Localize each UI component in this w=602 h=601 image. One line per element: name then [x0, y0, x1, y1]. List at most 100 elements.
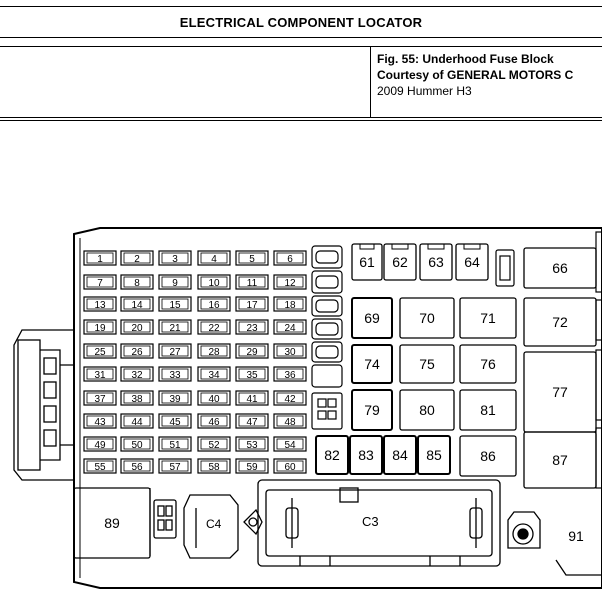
fuse-label: 40 [208, 394, 220, 405]
document-title: ELECTRICAL COMPONENT LOCATOR [179, 15, 423, 30]
relay-label: 82 [324, 447, 340, 463]
fuse-label: 51 [169, 440, 181, 451]
fuse-label: 50 [131, 440, 143, 451]
fuse-label: 13 [94, 300, 106, 311]
fuse-label: 41 [246, 394, 258, 405]
relay-86: 86 [459, 435, 517, 477]
relay-label: 79 [364, 402, 380, 418]
relay-label: 77 [552, 384, 568, 400]
relay-label: 81 [480, 402, 496, 418]
fuse-9: 9 [158, 274, 192, 290]
fuse-label: 53 [246, 440, 258, 451]
fuse-label: 42 [284, 394, 296, 405]
fuse-16: 16 [197, 296, 231, 312]
fuse-42: 42 [273, 390, 307, 406]
fuse-3: 3 [158, 250, 192, 266]
fuse-1: 1 [83, 250, 117, 266]
relay-label: 69 [364, 310, 380, 326]
fuse-label: 6 [287, 254, 293, 265]
fuse-19: 19 [83, 319, 117, 335]
relay-label: 89 [104, 515, 120, 531]
fuse-29: 29 [235, 343, 269, 359]
relay-84: 84 [383, 435, 417, 475]
relay-label: 64 [464, 254, 480, 270]
power-stud [507, 511, 602, 576]
fuse-50: 50 [120, 436, 154, 452]
relay-87: 87 [523, 431, 597, 489]
relay-label: 86 [480, 448, 496, 464]
relay-69: 69 [351, 297, 393, 339]
fuse-label: 4 [211, 254, 217, 265]
fuse-label: 37 [94, 394, 106, 405]
fuse-label: 58 [208, 462, 220, 473]
fuse-label: 38 [131, 394, 143, 405]
fuse-label: 18 [284, 300, 296, 311]
fuse-label: 31 [94, 370, 106, 381]
relay-75: 75 [399, 344, 455, 384]
fuse-24: 24 [273, 319, 307, 335]
fuse-label: 52 [208, 440, 220, 451]
fuse-label: 14 [131, 300, 143, 311]
figure-title: Fig. 55: Underhood Fuse Block [377, 52, 554, 66]
fuse-label: 11 [247, 278, 258, 289]
vehicle-model: 2009 Hummer H3 [377, 84, 472, 98]
fuse-holder-65 [495, 249, 515, 287]
fuse-15: 15 [158, 296, 192, 312]
relay-label: 61 [359, 254, 375, 270]
relay-62: 62 [383, 243, 417, 281]
relay-label: 70 [419, 310, 435, 326]
fuse-label: 48 [284, 417, 296, 428]
relay-label: 74 [364, 356, 380, 372]
connector-c4 [153, 494, 239, 559]
connector-c4-label: C4 [206, 517, 222, 531]
relay-80: 80 [399, 389, 455, 431]
fuse-label: 30 [284, 347, 296, 358]
document-header: ELECTRICAL COMPONENT LOCATOR [0, 6, 602, 38]
fuse-49: 49 [83, 436, 117, 452]
connector-c3-label: C3 [362, 514, 379, 529]
relay-66: 66 [523, 247, 597, 289]
fuse-54: 54 [273, 436, 307, 452]
fuse-label: 35 [246, 370, 258, 381]
fuse-35: 35 [235, 366, 269, 382]
fuse-7: 7 [83, 274, 117, 290]
fuse-label: 33 [169, 370, 181, 381]
fuse-label: 59 [246, 462, 258, 473]
fuse-58: 58 [197, 458, 231, 474]
fuse-label: 16 [208, 300, 220, 311]
fuse-block-housing [73, 227, 602, 589]
relay-label: 66 [552, 260, 568, 276]
fuse-48: 48 [273, 413, 307, 429]
relay-label: 75 [419, 356, 435, 372]
relay-89: 89 [73, 487, 151, 559]
fuse-label: 46 [208, 417, 220, 428]
relay-76: 76 [459, 344, 517, 384]
fuse-label: 25 [94, 347, 106, 358]
relay-label: 80 [419, 402, 435, 418]
fuse-11: 11 [235, 274, 269, 290]
fuse-26: 26 [120, 343, 154, 359]
fuse-47: 47 [235, 413, 269, 429]
relay-85: 85 [417, 435, 451, 475]
fuse-label: 7 [97, 278, 103, 289]
figure-caption-table: Fig. 55: Underhood Fuse Block Courtesy o… [0, 46, 602, 118]
fuse-27: 27 [158, 343, 192, 359]
fuse-label: 8 [134, 278, 140, 289]
fuse-38: 38 [120, 390, 154, 406]
fuse-28: 28 [197, 343, 231, 359]
fuse-label: 49 [94, 440, 106, 451]
fuse-label: 60 [284, 462, 296, 473]
fuse-label: 39 [169, 394, 181, 405]
fuse-label: 28 [208, 347, 220, 358]
fuse-label: 17 [246, 300, 258, 311]
fuse-label: 43 [94, 417, 106, 428]
relay-82: 82 [315, 435, 349, 475]
caption-divider [370, 47, 371, 117]
relay-61: 61 [351, 243, 383, 281]
figure-courtesy: Courtesy of GENERAL MOTORS C [377, 68, 574, 82]
relay-label: 84 [392, 447, 408, 463]
relay-77: 77 [523, 351, 597, 433]
fuse-label: 29 [246, 347, 258, 358]
